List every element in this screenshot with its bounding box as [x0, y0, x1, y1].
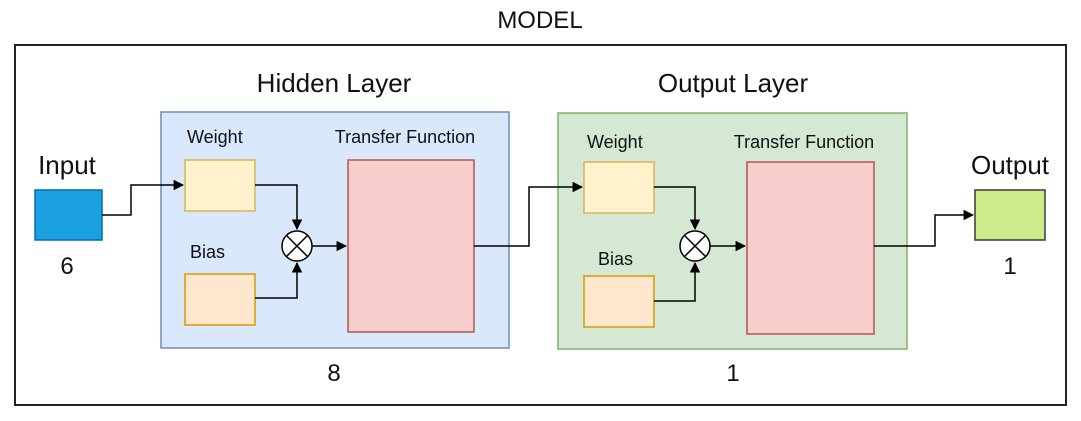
output-layer-title: Output Layer [658, 68, 809, 98]
output-weight-box [583, 161, 655, 214]
output-layer-count: 1 [726, 360, 739, 387]
output-bias-label: Bias [598, 249, 633, 269]
hidden-bias-box [184, 273, 256, 326]
hidden-multiply-icon [281, 230, 313, 262]
output-weight-label: Weight [587, 132, 643, 152]
arrow-output-bias-to-multiply [654, 261, 701, 302]
hidden-weight-box [184, 159, 256, 212]
hidden-transfer-box [347, 159, 475, 333]
output-transfer-label: Transfer Function [734, 132, 874, 152]
diagram-title: MODEL [497, 7, 582, 34]
output-transfer-box [746, 161, 875, 335]
input-label: Input [38, 150, 97, 180]
arrow-hidden-bias-to-multiply [255, 261, 303, 299]
arrow-hidden-to-output-weight [474, 181, 584, 247]
hidden-weight-label: Weight [187, 127, 243, 147]
arrow-input-to-hidden-weight [102, 179, 185, 216]
arrow-hidden-weight-to-multiply [255, 184, 303, 231]
output-bias-box [583, 275, 655, 328]
hidden-layer-title: Hidden Layer [257, 68, 412, 98]
hidden-bias-label: Bias [190, 242, 225, 262]
output-label: Output [971, 150, 1050, 180]
input-box [34, 189, 103, 241]
output-multiply-icon [679, 230, 711, 262]
hidden-layer-count: 8 [327, 360, 340, 387]
output-size: 1 [1003, 253, 1016, 280]
arrow-transfer-to-output [874, 209, 975, 247]
arrow-output-weight-to-multiply [654, 186, 701, 231]
output-box [974, 189, 1046, 241]
input-size: 6 [60, 253, 73, 280]
hidden-transfer-label: Transfer Function [335, 127, 475, 147]
